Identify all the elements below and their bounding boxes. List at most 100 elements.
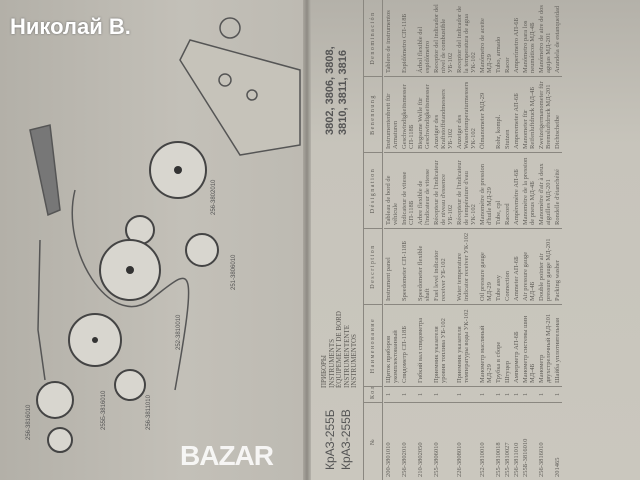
table-cell: Oil pressure gauge МД-29 xyxy=(478,228,494,304)
bazar-logo: BAZAR xyxy=(180,440,274,471)
table-cell: Racor xyxy=(504,57,511,73)
model-name: КрАЗ-255Б xyxy=(323,409,337,470)
bracket xyxy=(29,124,61,217)
table-cell: Manometer für Reifenluftdruck МД-4Б xyxy=(521,76,537,152)
table-cell: Geschwindigkeitsmesser СП-118Б xyxy=(400,76,416,152)
table-cell: 1 xyxy=(432,386,455,402)
parts-table: КрАЗ-255Б КрАЗ-255В ПРИБОРЫ INSTRUMENTS … xyxy=(318,0,640,480)
column-header: Description xyxy=(364,228,382,304)
table-cell: Récepteur de l'indicateur de température… xyxy=(455,152,478,228)
table-cell: Amperemeter АП-6Б xyxy=(512,76,521,152)
instrument-panel xyxy=(179,39,301,156)
table-cell: Manomètre de pression d'huile МД-29 xyxy=(478,152,494,228)
model-name: КрАЗ-255В xyxy=(339,409,353,470)
table-cell: Fuel level indicator receiver УБ-102 xyxy=(432,228,455,304)
group-number-line: 3810, 3811, 3816 xyxy=(337,49,349,135)
table-cell: Ölmanometer МД-29 xyxy=(478,76,494,152)
table-cell: Приемник указателя уровня топлива УБ-102 xyxy=(432,304,455,386)
table-cell: Receptor del indicador del nivel de comb… xyxy=(433,4,454,73)
watermark-author: Николай В. xyxy=(10,14,131,39)
table-cell: Instrument panel xyxy=(384,228,400,304)
table-cell: Щиток приборов укомплектованный xyxy=(384,304,400,386)
column-header: Benennung xyxy=(364,76,382,152)
table-cell: Water temperature indicator receiver УК-… xyxy=(455,228,478,304)
diagram-label: 251-3806010 xyxy=(231,254,237,290)
panel-knob xyxy=(219,17,241,39)
panel-hole xyxy=(246,89,258,101)
table-cell: 1 xyxy=(384,386,400,402)
table-cell: Packing washer xyxy=(553,228,562,304)
table-cell: 1 xyxy=(494,386,503,402)
table-cell: Zweizeigermanometer für Bremsluftdruck М… xyxy=(537,76,553,152)
table-cell: 256-3811010 xyxy=(512,402,521,480)
table-cell: Manómetro de aire de dos agujas МД-201 xyxy=(538,5,552,73)
right-page xyxy=(310,0,640,480)
column-header: Denominación xyxy=(370,11,376,65)
table-cell: Manómetro de aceite МД-29 xyxy=(479,18,493,73)
table-cell: Récepteur de l'indicateur de niveau d'es… xyxy=(432,152,455,228)
table-cell: Шайба уплотнительная xyxy=(553,304,562,386)
table-cell: 200-3801010 xyxy=(384,402,400,480)
table-cell: Rohr, kompl. xyxy=(494,76,503,152)
column-header: Наименование xyxy=(364,304,382,386)
table-cell: 255Б-3816010 xyxy=(521,402,537,480)
gauge xyxy=(47,427,73,453)
table-cell: Tube, cpl xyxy=(494,152,503,228)
diagram-label: 256-3816010 xyxy=(26,404,32,440)
tube xyxy=(37,239,46,381)
group-numbers: 3802, 3806, 3808, 3810, 3811, 3816 xyxy=(324,46,350,135)
table-cell: 1 xyxy=(503,386,512,402)
table-cell: Tube assy xyxy=(494,228,503,304)
table-cell: Ammeter АП-6Б xyxy=(512,228,521,304)
table-cell: 256-3802010 xyxy=(400,402,416,480)
table-cell: 210-3802050 xyxy=(416,402,432,480)
table-cell: Connection xyxy=(503,228,512,304)
gauge xyxy=(36,381,74,419)
table-cell: 1 xyxy=(455,386,478,402)
table-cell: 201465 xyxy=(553,402,562,480)
column-header: Кол. xyxy=(364,386,382,402)
table-cell: 1 xyxy=(478,386,494,402)
table-cell: Arbre flexible de l'indicateur de vitess… xyxy=(416,152,432,228)
instrument-diagram: 256-3802010 251-3806010 252-3810010 256-… xyxy=(26,17,301,453)
table-cell: Спидометр СП-118Б xyxy=(400,304,416,386)
model-names: КрАЗ-255Б КрАЗ-255В xyxy=(322,409,354,470)
table-cell: 255-3806010 xyxy=(432,402,455,480)
table-cell: Instrumentenbrett für Armaturen xyxy=(384,76,400,152)
table-cell: 255-3810027 xyxy=(503,402,512,480)
table-cell: 1 xyxy=(512,386,521,402)
gauge xyxy=(114,369,146,401)
table-cell: Трубка в сборе xyxy=(494,304,503,386)
table-cell: Manomètre d'air à deux aiguilles МД-201 xyxy=(537,152,553,228)
table-cell: Speedometer СП-118Б xyxy=(400,228,416,304)
section-title: ПРИБОРЫ INSTRUMENTS ÉQUIPEMENT DE BORD I… xyxy=(320,311,359,388)
table-cell: 255-3810018 xyxy=(494,402,503,480)
table-cell: Raccord xyxy=(503,152,512,228)
table-cell: Tableau de bord de véhicule xyxy=(384,152,400,228)
table-cell: 256-3816010 xyxy=(537,402,553,480)
column-header: № xyxy=(364,402,382,480)
table-cell: 1 xyxy=(416,386,432,402)
table-cell: Tubo, armado xyxy=(495,36,502,73)
table-cell: Штуцер xyxy=(503,304,512,386)
diagram-label: 255Б-3816010 xyxy=(101,390,107,430)
table-cell: Manómetro para los neumáticos МД-4Б xyxy=(522,20,536,73)
table-cell: 226-3808010 xyxy=(455,402,478,480)
book-gutter xyxy=(303,0,311,480)
table-cell: Biegsame Welle für Geschwindigkeitsmesse… xyxy=(416,76,432,152)
table-cell: Приемник указателя температуры воды УК-1… xyxy=(455,304,478,386)
table-cell: Rondelle d'étanchéité xyxy=(553,152,562,228)
table-header: КрАЗ-255Б КрАЗ-255В ПРИБОРЫ INSTRUMENTS … xyxy=(318,0,364,480)
table-cell: Espidómetro СП-118Б xyxy=(401,13,408,73)
